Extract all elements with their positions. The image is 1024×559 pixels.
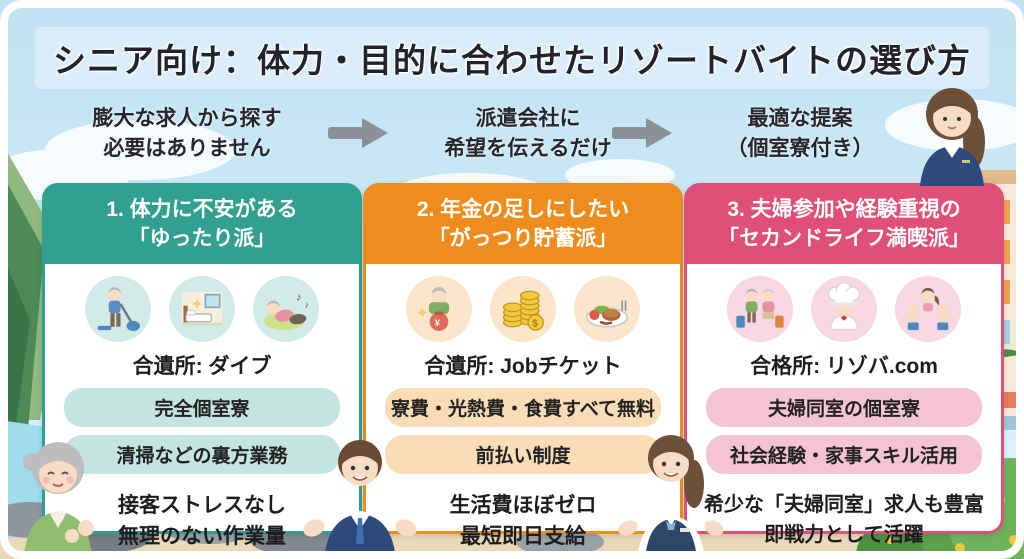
card-2-header-line2: 「がっつり貯蓄派」 xyxy=(428,227,618,251)
card-2-feature-2: 前払い制度 xyxy=(384,434,662,474)
title-banner: シニア向け：体力・目的に合わせたリゾートバイトの選び方 xyxy=(35,27,989,89)
card-1-agency: 合遺所: ダイブ xyxy=(132,354,272,378)
flow-step-2: 派遣会社に 希望を伝えるだけ xyxy=(408,104,648,165)
flow-step-2-line1: 派遣会社に xyxy=(475,107,581,130)
hospitality-hands-icon xyxy=(895,275,961,342)
card-1-benefit-line2: 無理のない作業量 xyxy=(118,525,286,549)
card-3-benefit-line2: 即戦力として活躍 xyxy=(764,523,924,546)
vacuum-senior-icon xyxy=(85,275,151,342)
card-1-header: 1. 体力に不安がある 「ゆったり派」 xyxy=(45,186,359,264)
card-3-header-line2: 「セカンドライフ満喫派」 xyxy=(718,227,970,251)
card-1-body: ♪ ♪ 合遺所: ダイブ 完全個室寮 清掃などの裏方業務 接客ストレスなし 無理… xyxy=(45,264,359,559)
svg-text:♪: ♪ xyxy=(305,299,309,309)
card-3-header-line1: 3. 夫婦参加や経験重視の xyxy=(727,198,961,221)
card-2-agency: 合遺所: Jobチケット xyxy=(424,354,622,378)
private-room-icon xyxy=(169,275,235,342)
meal-icon xyxy=(574,275,640,342)
svg-text:¥: ¥ xyxy=(435,318,441,328)
staff-woman-illustration xyxy=(618,435,724,559)
card-3-feature-2: 社会経験・家事スキル活用 xyxy=(705,434,983,474)
card-3-agency: 合格所: リゾバ.com xyxy=(750,354,938,378)
senior-couple-luggage-icon xyxy=(727,275,793,342)
card-1-icon-row: ♪ ♪ xyxy=(85,275,319,342)
arrow-right-icon xyxy=(328,118,388,148)
flow-step-3-line2: （個室寮付き） xyxy=(726,137,874,161)
card-1-header-line2: 「ゆったり派」 xyxy=(128,227,276,251)
card-2-icon-row: ¥ $ xyxy=(406,275,640,342)
card-3-benefit: 希少な「夫婦同室」求人も豊富 即戦力として活躍 xyxy=(704,490,984,550)
card-2-benefit-line2: 最短即日支給 xyxy=(460,525,586,549)
card-1-header-line1: 1. 体力に不安がある xyxy=(106,198,298,221)
coins-icon: $ xyxy=(490,275,556,342)
card-2-benefit-line1: 生活費ほぼゼロ xyxy=(449,493,597,517)
card-3-header: 3. 夫婦参加や経験重視の 「セカンドライフ満喫派」 xyxy=(687,186,1001,264)
svg-text:$: $ xyxy=(532,319,538,330)
card-3-benefit-line1: 希少な「夫婦同室」求人も豊富 xyxy=(704,493,984,516)
card-savings-type: 2. 年金の足しにしたい 「がっつり貯蓄派」 ¥ xyxy=(363,183,683,548)
card-2-benefit: 生活費ほぼゼロ 最短即日支給 xyxy=(450,490,597,553)
card-3-icon-row xyxy=(727,275,961,342)
card-1-feature-1: 完全個室寮 xyxy=(63,387,341,427)
card-relaxed-type: 1. 体力に不安がある 「ゆったり派」 xyxy=(42,183,362,548)
card-1-benefit: 接客ストレスなし 無理のない作業量 xyxy=(118,490,286,553)
flow-step-3: 最適な提案 （個室寮付き） xyxy=(700,104,900,165)
card-1-benefit-line1: 接客ストレスなし xyxy=(118,493,286,517)
savings-senior-icon: ¥ xyxy=(406,275,472,342)
card-2-header: 2. 年金の足しにしたい 「がっつり貯蓄派」 xyxy=(366,186,680,264)
suit-man-illustration xyxy=(303,440,417,559)
grandma-illustration xyxy=(23,442,94,559)
relaxing-senior-icon: ♪ ♪ xyxy=(253,275,319,342)
flow-step-3-line1: 最適な提案 xyxy=(747,107,853,130)
svg-text:♪: ♪ xyxy=(296,291,301,303)
card-2-feature-1: 寮費・光熱費・食費すべて無料 xyxy=(384,387,662,427)
card-3-body: 合格所: リゾバ.com 夫婦同室の個室寮 社会経験・家事スキル活用 希少な「夫… xyxy=(687,264,1001,558)
card-2-header-line1: 2. 年金の足しにしたい xyxy=(416,198,630,221)
flow-step-1: 膨大な求人から探す 必要はありません xyxy=(62,104,312,165)
arrow-right-icon xyxy=(612,118,672,148)
page-title: シニア向け：体力・目的に合わせたリゾートバイトの選び方 xyxy=(53,42,971,79)
card-second-life-type: 3. 夫婦参加や経験重視の 「セカンドライフ満喫派」 xyxy=(684,183,1004,546)
chef-icon xyxy=(811,275,877,342)
flow-step-1-line1: 膨大な求人から探す xyxy=(92,107,282,130)
flow-step-1-line2: 必要はありません xyxy=(103,137,271,161)
flow-step-2-line2: 希望を伝えるだけ xyxy=(444,137,612,161)
card-3-feature-1: 夫婦同室の個室寮 xyxy=(705,387,983,427)
card-2-body: ¥ $ xyxy=(366,264,680,559)
coordinator-woman-illustration xyxy=(920,88,985,186)
card-1-feature-2: 清掃などの裏方業務 xyxy=(63,434,341,474)
